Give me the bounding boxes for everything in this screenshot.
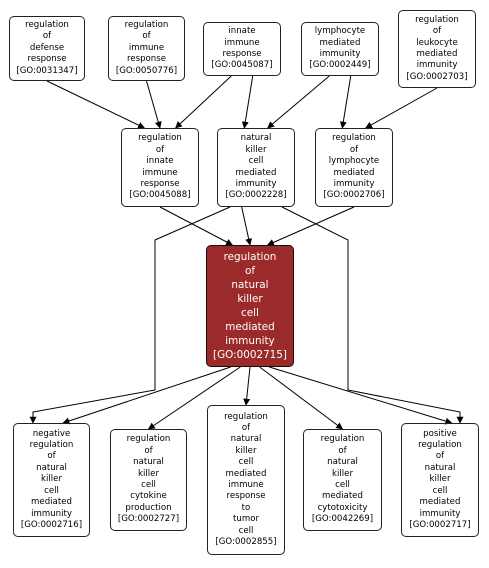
edge-n5-to-n8 [365,87,438,129]
node-negative-regulation-of-nk-cell-mediated-immunity[interactable]: negative regulation of natural killer ce… [13,423,90,537]
node-label: regulation of lymphocyte mediated immuni… [323,133,385,201]
edge-n9-to-n13 [259,366,344,430]
node-label: regulation of natural killer cell mediat… [215,411,277,548]
node-regulation-of-immune-response[interactable]: regulation of immune response [GO:005077… [108,16,185,81]
edge-n9-to-n14 [269,366,453,425]
node-label: innate immune response [GO:0045087] [211,26,273,71]
node-label: regulation of defense response [GO:00313… [16,19,78,76]
node-lymphocyte-mediated-immunity[interactable]: lymphocyte mediated immunity [GO:0002449… [301,22,379,76]
node-regulation-of-lymphocyte-mediated-immunity[interactable]: regulation of lymphocyte mediated immuni… [315,128,393,207]
node-regulation-of-nk-cell-mediated-immunity[interactable]: regulation of natural killer cell mediat… [206,245,294,367]
node-natural-killer-cell-mediated-immunity[interactable]: natural killer cell mediated immunity [G… [217,128,295,207]
node-regulation-of-leukocyte-mediated-immunity[interactable]: regulation of leukocyte mediated immunit… [398,10,476,88]
node-innate-immune-response[interactable]: innate immune response [GO:0045087] [203,22,281,76]
node-label: regulation of leukocyte mediated immunit… [406,14,468,82]
edge-n9-to-n11 [147,366,241,430]
edge-n1-to-n6 [46,80,146,129]
edge-n7-to-n10 [29,206,231,424]
node-label: positive regulation of natural killer ce… [409,428,471,530]
edge-n6-to-n9 [159,206,234,246]
node-label: regulation of innate immune response [GO… [129,133,191,201]
node-label: regulation of immune response [GO:005077… [115,19,178,76]
edge-n9-to-n12 [243,366,251,406]
node-label: regulation of natural killer cell mediat… [311,434,374,525]
node-label: lymphocyte mediated immunity [GO:0002449… [309,26,371,71]
node-label: regulation of natural killer cell mediat… [213,250,287,362]
node-regulation-of-nk-cell-mediated-cytotoxicity[interactable]: regulation of natural killer cell mediat… [303,429,382,531]
edge-n4-to-n8 [339,75,352,129]
edge-n2-to-n6 [146,80,162,129]
node-regulation-of-defense-response[interactable]: regulation of defense response [GO:00313… [9,16,85,81]
edge-n9-to-n10 [62,366,231,425]
node-label: regulation of natural killer cell cytoki… [117,434,180,525]
node-positive-regulation-of-nk-cell-mediated-immunity[interactable]: positive regulation of natural killer ce… [401,423,479,537]
node-regulation-of-nk-cell-mediated-response-to-tumor-cell[interactable]: regulation of natural killer cell mediat… [207,405,285,555]
edge-n8-to-n9 [266,206,355,246]
node-label: negative regulation of natural killer ce… [20,428,83,530]
edge-n7-to-n9 [241,206,253,246]
node-regulation-of-nk-cell-cytokine-production[interactable]: regulation of natural killer cell cytoki… [110,429,187,531]
node-regulation-of-innate-immune-response[interactable]: regulation of innate immune response [GO… [121,128,199,207]
node-label: natural killer cell mediated immunity [G… [225,133,287,201]
edge-n3-to-n6 [175,75,232,129]
edge-n7-to-n14 [281,206,464,424]
edge-n4-to-n7 [267,75,330,129]
edge-n3-to-n7 [241,75,254,129]
